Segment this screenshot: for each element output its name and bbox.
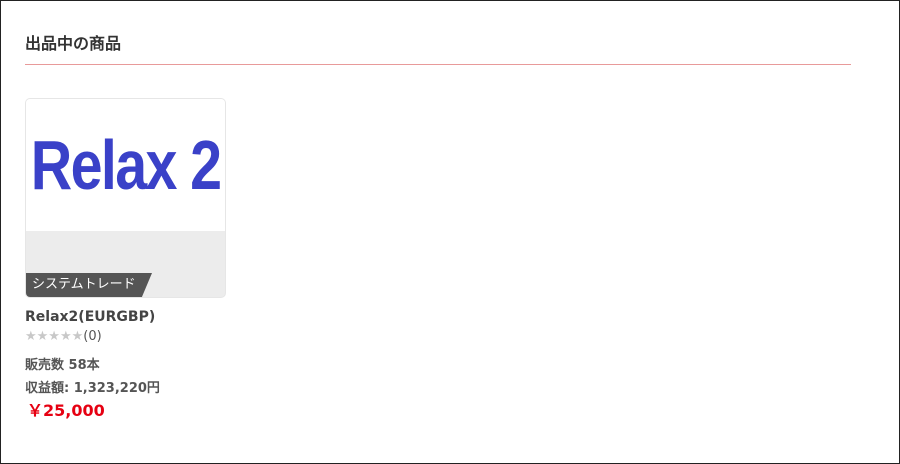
product-price: ￥25,000: [27, 401, 105, 420]
product-name-link[interactable]: Relax2(EURGBP): [25, 309, 156, 325]
sales-count: 販売数 58本: [25, 358, 100, 373]
thumbnail-text: Relax 2: [30, 126, 222, 204]
rating-count: (0): [83, 329, 102, 344]
category-badge: システムトレード: [26, 273, 152, 297]
star-rating-icon: ★★★★★: [25, 329, 84, 344]
revenue-amount: 収益額: 1,323,220円: [25, 381, 160, 396]
product-rating: ★★★★★(0): [25, 329, 102, 344]
section-divider: [25, 64, 851, 65]
product-thumbnail[interactable]: Relax 2: [26, 99, 225, 231]
product-card[interactable]: Relax 2 システムトレード: [25, 98, 226, 298]
section-title: 出品中の商品: [25, 34, 122, 53]
